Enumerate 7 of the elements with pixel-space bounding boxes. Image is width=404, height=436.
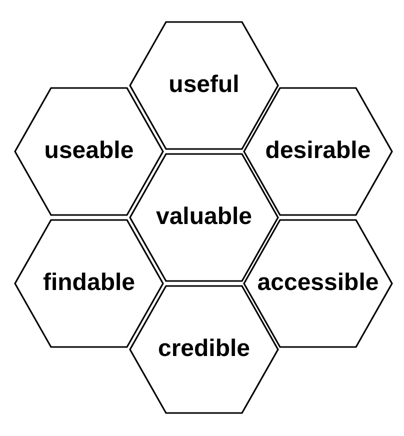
hexagon-label: useful — [168, 71, 240, 99]
hexagon-label: valuable — [156, 203, 252, 231]
hexagon-label: desirable — [265, 137, 371, 165]
hexagon-label: accessible — [257, 269, 379, 297]
hexagon-label: useable — [44, 137, 134, 165]
hexagon-label: findable — [42, 269, 135, 297]
hexagon-label: credible — [158, 335, 250, 363]
